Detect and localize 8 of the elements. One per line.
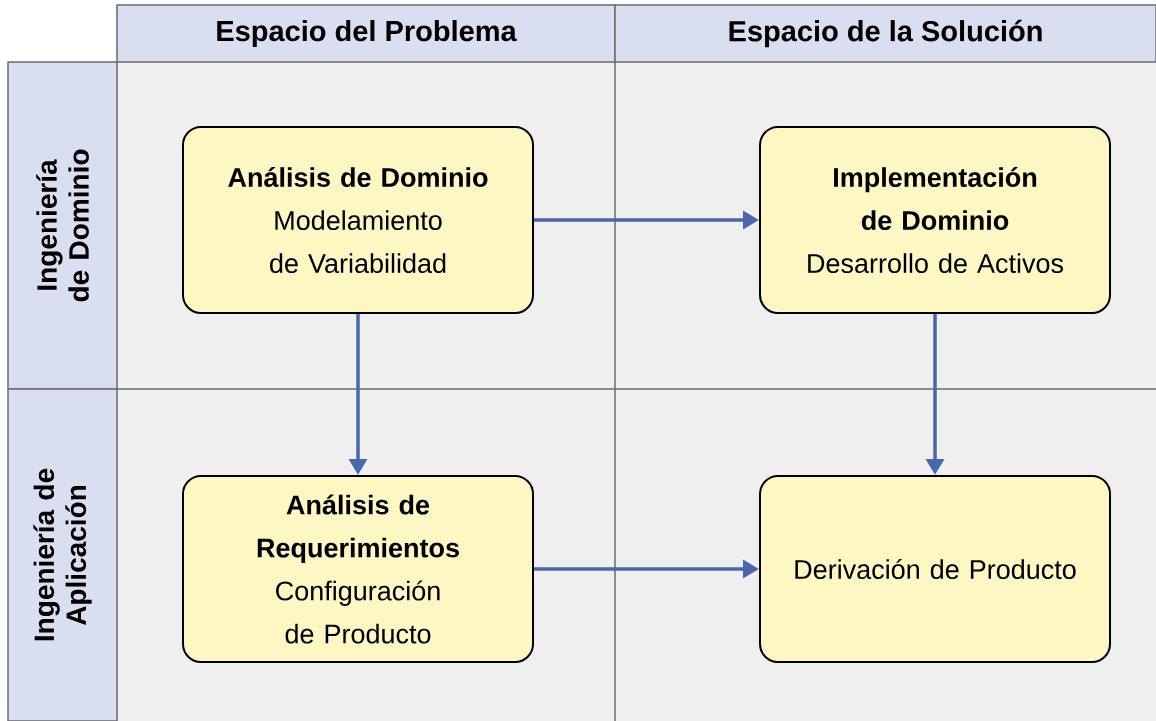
process-box: Implementación de Dominio Desarrollo de Activos xyxy=(759,126,1111,314)
row-header: Ingeniería de Dominio xyxy=(7,61,118,390)
column-header: Espacio del Problema xyxy=(116,4,616,63)
process-box: Análisis de Requerimientos Configuración de Producto xyxy=(182,475,534,663)
process-box: Derivación de Producto xyxy=(759,475,1111,663)
row-header: Ingeniería de Aplicación xyxy=(7,388,118,721)
process-box: Análisis de Dominio Modelamiento de Variabilidad xyxy=(182,126,534,314)
column-header: Espacio de la Solución xyxy=(614,4,1156,63)
